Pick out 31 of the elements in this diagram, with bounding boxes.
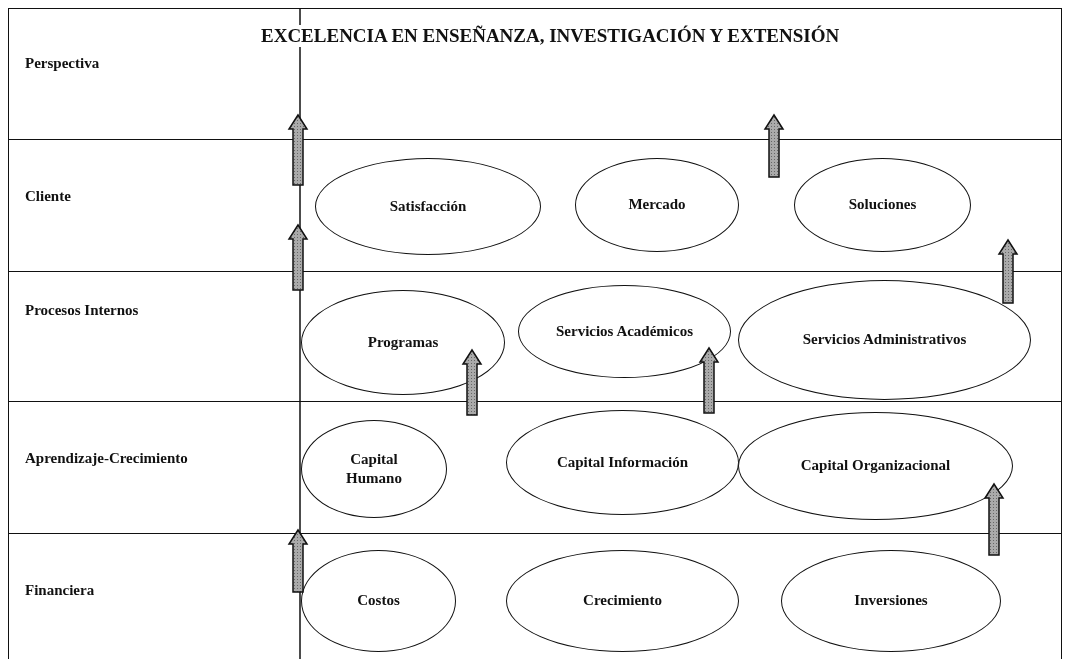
row-label: Aprendizaje-Crecimiento	[25, 449, 189, 468]
node-text: Capital Organizacional	[800, 456, 951, 476]
row-band	[8, 534, 1062, 659]
row-label: Perspectiva	[25, 54, 101, 73]
block-arrow	[461, 348, 483, 416]
block-arrow	[287, 528, 309, 593]
node-text: Soluciones	[848, 195, 917, 215]
node-text: Satisfacción	[389, 196, 467, 216]
perspective-statement: EXCELENCIA EN ENSEÑANZA, INVESTIGACIÓN Y EXTENSIÓN	[261, 25, 840, 47]
node-text: Capital Humano	[345, 449, 403, 488]
row-label: Financiera	[25, 581, 96, 600]
block-arrow	[698, 346, 720, 414]
node-text: Costos	[357, 591, 400, 611]
row-label: Cliente	[25, 187, 72, 206]
node-text: Servicios Administrativos	[802, 330, 967, 350]
node-text: Programas	[367, 332, 439, 352]
node-text: Servicios Académicos	[555, 321, 694, 341]
node-text: Capital Información	[556, 452, 689, 472]
block-arrow	[763, 113, 785, 178]
node-text: Crecimiento	[583, 591, 662, 611]
block-arrow	[287, 113, 309, 186]
block-arrow	[983, 482, 1005, 556]
row-band	[8, 402, 1062, 534]
row-band	[8, 140, 1062, 272]
node-text: Mercado	[628, 195, 686, 215]
row-band	[8, 8, 1062, 140]
block-arrow	[287, 223, 309, 291]
block-arrow	[997, 238, 1019, 304]
node-text: Inversiones	[854, 591, 928, 611]
row-band	[8, 272, 1062, 402]
row-label: Procesos Internos	[25, 301, 140, 320]
